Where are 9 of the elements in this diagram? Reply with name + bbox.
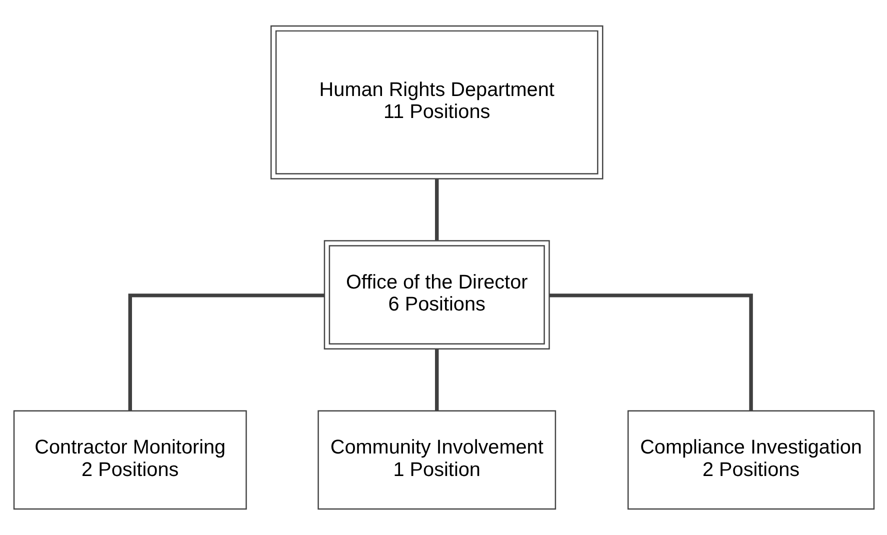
connector bbox=[548, 294, 752, 411]
connector bbox=[434, 348, 438, 411]
node-box: Compliance Investigation 2 Positions bbox=[626, 410, 874, 510]
connector bbox=[434, 178, 438, 240]
node-box: Office of the Director 6 Positions bbox=[323, 240, 550, 350]
node-box: Community Involvement 1 Position bbox=[317, 410, 556, 510]
node-box: Human Rights Department 11 Positions bbox=[270, 25, 603, 180]
node-box: Contractor Monitoring 2 Positions bbox=[12, 410, 246, 510]
connector bbox=[128, 294, 324, 411]
